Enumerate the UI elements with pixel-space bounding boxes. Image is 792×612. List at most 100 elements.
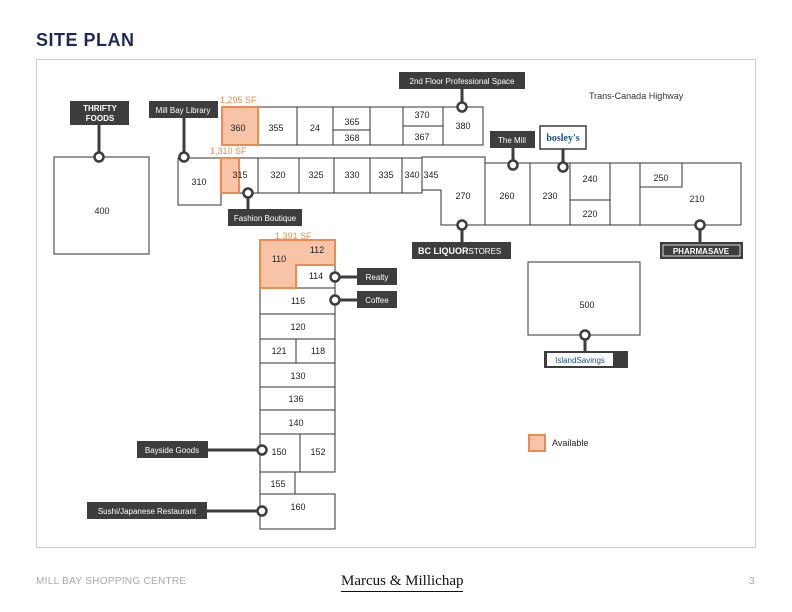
unit-label: 310 <box>191 177 206 187</box>
unit-label: 140 <box>288 418 303 428</box>
unit-label: 250 <box>653 173 668 183</box>
unit-label: 380 <box>455 121 470 131</box>
pin-dot <box>557 161 569 173</box>
callout-sushi-japanese-restaurant: Sushi/Japanese Restaurant <box>98 507 197 516</box>
unit-320 <box>257 157 300 194</box>
logo-island-savings: IslandSavings <box>544 351 628 368</box>
unit-355 <box>257 106 298 146</box>
callout-the-mill: The Mill <box>498 136 526 145</box>
unit-blank-1 <box>369 106 404 146</box>
unit-240 <box>569 162 611 201</box>
unit-140 <box>259 409 336 435</box>
page-title: SITE PLAN <box>36 30 135 50</box>
unit-label: 118 <box>311 346 325 356</box>
unit-120 <box>259 313 336 340</box>
callout-mill-bay-library: Mill Bay Library <box>156 106 211 115</box>
unit-label: 500 <box>579 300 594 310</box>
unit-label: 210 <box>689 194 704 204</box>
svg-text:THRIFTY: THRIFTY <box>83 104 117 113</box>
site-plan-frame <box>36 59 756 548</box>
sf-label-315: 1,310 SF <box>210 146 247 156</box>
unit-220 <box>569 199 611 226</box>
unit-label: 121 <box>271 346 286 356</box>
unit-315-available <box>220 157 240 194</box>
unit-label: 230 <box>542 191 557 201</box>
unit-label: 320 <box>270 170 285 180</box>
page-number: 3 <box>749 576 755 587</box>
unit-label: 367 <box>414 132 429 142</box>
unit-110-112-available <box>259 239 336 289</box>
unit-330 <box>333 157 371 194</box>
unit-label: 370 <box>414 110 429 120</box>
unit-label: 116 <box>291 296 305 306</box>
unit-250 <box>639 162 683 188</box>
unit-label: 130 <box>290 371 305 381</box>
unit-label: 220 <box>582 209 597 219</box>
unit-label: 114 <box>309 271 323 281</box>
unit-160 <box>259 493 336 530</box>
callouts: Mill Bay Library 2nd Floor Professional … <box>87 72 535 519</box>
unit-500 <box>527 261 641 336</box>
pin-dot <box>507 159 519 171</box>
svg-text:FOODS: FOODS <box>86 114 115 123</box>
sf-label-360: 1,295 SF <box>220 95 257 105</box>
logo-bosleys: bosley's <box>539 125 587 150</box>
pin-dot <box>456 219 468 231</box>
unit-label: 240 <box>582 174 597 184</box>
unit-label: 112 <box>310 245 324 255</box>
logo-thrifty-foods: THRIFTY FOODS <box>70 101 129 125</box>
unit-116 <box>259 287 336 315</box>
unit-label: 400 <box>94 206 109 216</box>
unit-label: 360 <box>230 123 245 133</box>
callout-realty: Realty <box>366 273 389 282</box>
pin-dot <box>694 219 706 231</box>
pin-dot <box>242 187 254 199</box>
pin-dot <box>329 294 341 306</box>
unit-label: 136 <box>288 394 303 404</box>
unit-360-available <box>221 106 259 146</box>
unit-130 <box>259 362 336 388</box>
unit-label: 155 <box>270 479 285 489</box>
unit-label: 368 <box>344 133 359 143</box>
unit-label: 152 <box>310 447 325 457</box>
unit-label: 315 <box>232 170 247 180</box>
pin-dot <box>256 444 268 456</box>
unit-label: 160 <box>290 502 305 512</box>
unit-label: 270 <box>455 191 470 201</box>
unit-label: 330 <box>344 170 359 180</box>
unit-270-345 <box>421 156 486 226</box>
unit-118 <box>295 338 336 364</box>
legend-swatch <box>528 434 546 452</box>
sf-label-110: 1,391 SF <box>275 231 312 241</box>
svg-text:bosley's: bosley's <box>546 133 579 144</box>
unit-label: 335 <box>378 170 393 180</box>
unit-label: 325 <box>308 170 323 180</box>
unit-121 <box>259 338 297 364</box>
footer-brand-logo: Marcus & Millichap <box>341 573 464 592</box>
unit-400 <box>53 156 150 255</box>
unit-24 <box>296 106 334 146</box>
pin-dot <box>178 151 190 163</box>
pin-dot <box>456 101 468 113</box>
callout-fashion-boutique: Fashion Boutique <box>234 214 297 223</box>
unit-label: 110 <box>272 254 286 264</box>
unit-label: 365 <box>344 117 359 127</box>
footer-property-name: MILL BAY SHOPPING CENTRE <box>36 576 187 587</box>
pin-dot <box>256 505 268 517</box>
logo-bc-liquor-stores: BC LIQUORSTORES <box>412 242 511 259</box>
unit-380 <box>442 106 484 146</box>
legend-label: Available <box>552 438 588 448</box>
unit-152 <box>299 433 336 473</box>
unit-label: 340 <box>404 170 419 180</box>
unit-blank-2 <box>609 162 641 226</box>
logo-pharmasave: PHARMASAVE <box>660 242 743 259</box>
svg-text:BC LIQUORSTORES: BC LIQUORSTORES <box>418 246 501 256</box>
pin-dot <box>329 271 341 283</box>
unit-310 <box>177 157 222 206</box>
unit-260 <box>484 162 531 226</box>
callout-coffee: Coffee <box>365 296 389 305</box>
highway-label: Trans-Canada Highway <box>589 91 684 101</box>
callout-2nd-floor-professional-space: 2nd Floor Professional Space <box>410 77 516 86</box>
unit-label: 150 <box>271 447 286 457</box>
